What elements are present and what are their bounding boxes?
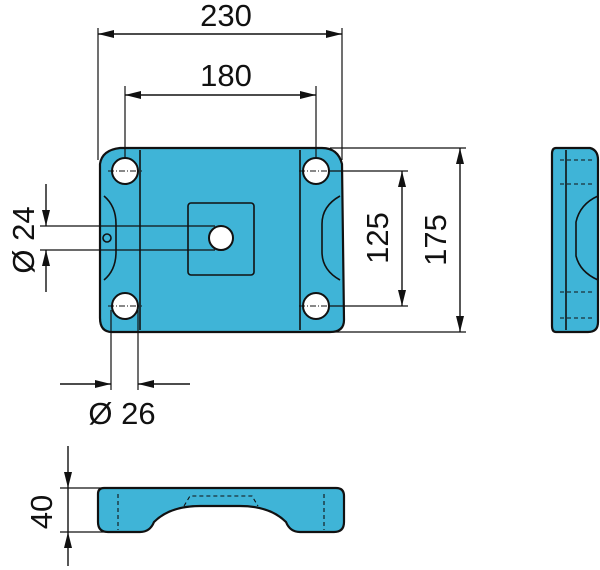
dim-label-thickness: 40: [24, 495, 59, 529]
dim-corner-hole-diameter: Ø 26: [60, 380, 190, 431]
front-view-body: [96, 486, 346, 534]
dim-label-hole-spacing-width: 180: [200, 58, 252, 93]
dim-label-overall-height: 175: [418, 214, 453, 266]
dim-overall-width: 230: [98, 0, 342, 38]
dim-center-hole-diameter: Ø 24: [6, 184, 50, 292]
side-view: [550, 146, 600, 334]
top-view: [98, 146, 346, 334]
dim-overall-height: 175: [418, 148, 464, 332]
left-groove: [103, 195, 117, 281]
extension-lines: [40, 28, 466, 533]
dim-label-hole-spacing-height: 125: [360, 212, 395, 264]
dim-hole-spacing-width: 180: [125, 58, 316, 99]
dim-thickness: 40: [24, 446, 72, 566]
dim-label-corner-hole-diameter: Ø 26: [88, 396, 155, 431]
front-view-hidden-recess: [183, 495, 259, 507]
side-view-groove: [575, 195, 599, 281]
right-groove: [321, 195, 341, 281]
side-bolt: [102, 233, 112, 243]
front-view: [96, 486, 346, 534]
side-view-body: [550, 146, 600, 334]
dim-hole-spacing-height: 125: [360, 171, 406, 306]
dim-label-overall-width: 230: [200, 0, 252, 33]
center-hole: [208, 225, 234, 251]
center-recess: [187, 202, 255, 276]
dim-label-center-hole-diameter: Ø 24: [6, 206, 41, 273]
